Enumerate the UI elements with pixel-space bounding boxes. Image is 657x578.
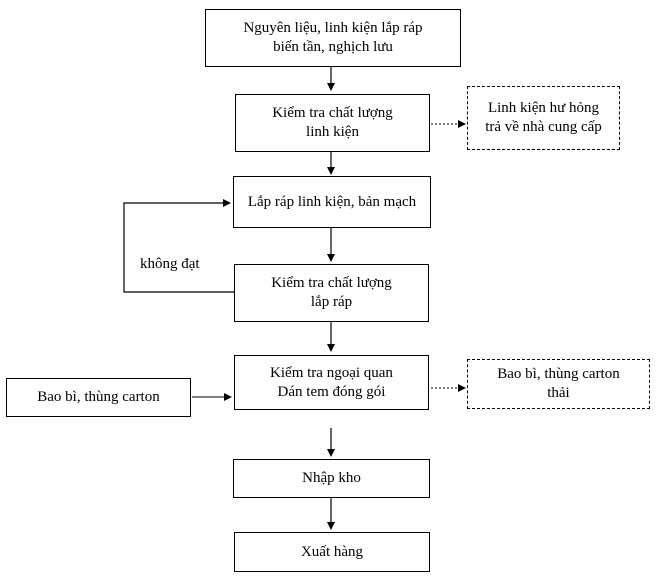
node-packaging-waste: Bao bì, thùng carton thải xyxy=(467,359,650,409)
node-shipping: Xuất hàng xyxy=(234,532,430,572)
node-inspection-packing-label: Kiểm tra ngoại quan Dán tem đóng gói xyxy=(270,364,393,400)
node-component-qc: Kiểm tra chất lượng linh kiện xyxy=(235,94,430,152)
node-raw-materials-label: Nguyên liệu, linh kiện lắp ráp biến tần,… xyxy=(243,20,423,55)
node-component-qc-label: Kiểm tra chất lượng linh kiện xyxy=(272,105,393,140)
node-assembly: Lắp ráp linh kiện, bản mạch xyxy=(233,176,431,228)
node-defective-return: Linh kiện hư hỏng trả về nhà cung cấp xyxy=(467,86,620,150)
node-assembly-label: Lắp ráp linh kiện, bản mạch xyxy=(247,193,417,210)
node-inspection-packing: Kiểm tra ngoại quan Dán tem đóng gói xyxy=(234,355,429,410)
node-assembly-qc-label: Kiểm tra chất lượng lắp ráp xyxy=(271,275,392,310)
node-shipping-label: Xuất hàng xyxy=(300,543,364,560)
node-raw-materials: Nguyên liệu, linh kiện lắp ráp biến tần,… xyxy=(205,9,461,67)
node-packaging-input-label: Bao bì, thùng carton xyxy=(37,389,160,405)
node-packaging-waste-label: Bao bì, thùng carton thải xyxy=(497,366,620,401)
arrow-fail-loop xyxy=(123,199,234,293)
node-warehouse: Nhập kho xyxy=(233,459,430,498)
node-warehouse-label: Nhập kho xyxy=(302,470,361,486)
fail-label: không đạt xyxy=(140,256,200,272)
node-packaging-input: Bao bì, thùng carton xyxy=(6,378,191,417)
node-assembly-qc: Kiểm tra chất lượng lắp ráp xyxy=(234,264,429,322)
node-defective-return-label: Linh kiện hư hỏng trả về nhà cung cấp xyxy=(485,100,602,135)
